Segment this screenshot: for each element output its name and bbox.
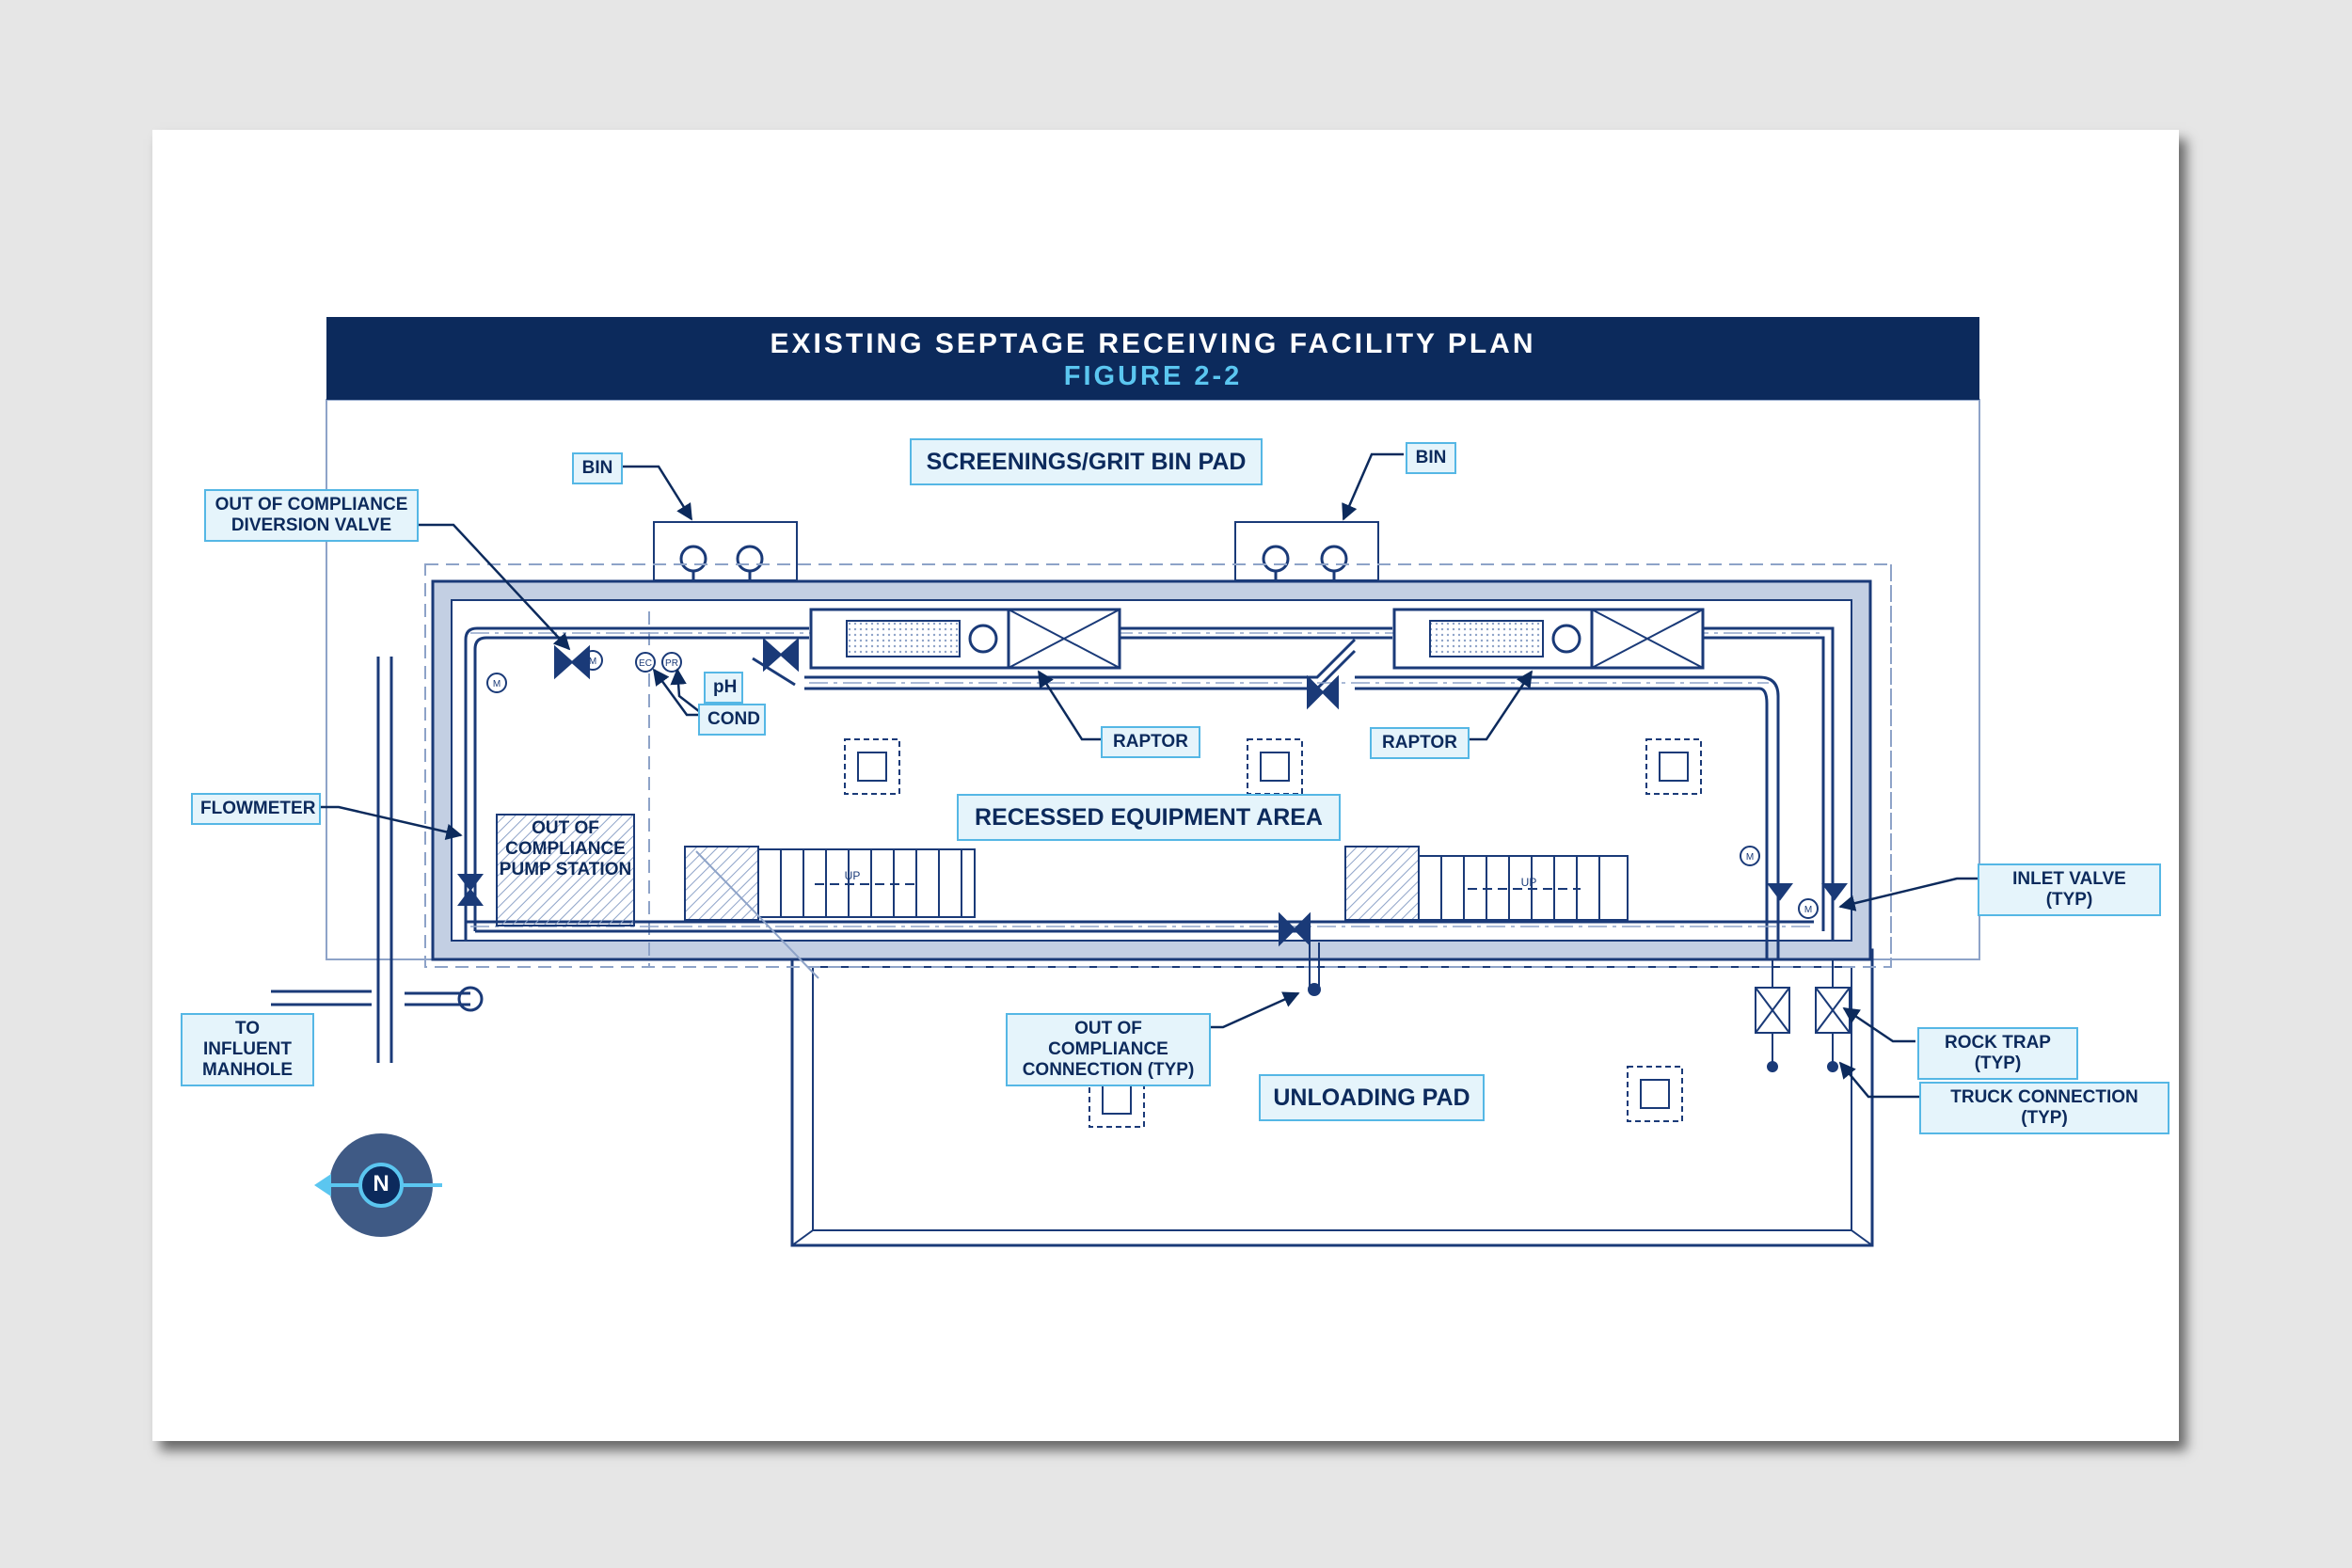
oc-connection-callout: OUT OF COMPLIANCE CONNECTION (TYP) <box>1006 1013 1211 1086</box>
bin-pad-right <box>1234 521 1379 581</box>
motor-tag: M <box>589 657 596 667</box>
raptor-callout-left: RAPTOR <box>1101 726 1200 758</box>
ec-tag: EC <box>639 658 652 669</box>
motor-tag: M <box>1804 905 1812 915</box>
title-banner: EXISTING SEPTAGE RECEIVING FACILITY PLAN… <box>326 317 1979 400</box>
raptor-unit-left <box>809 608 1121 670</box>
motor-tag: M <box>1746 852 1754 863</box>
figure-title: EXISTING SEPTAGE RECEIVING FACILITY PLAN <box>770 328 1536 359</box>
stair-up-tag: UP <box>845 869 861 882</box>
cond-callout: COND <box>698 704 766 736</box>
valve-symbols <box>457 637 1848 947</box>
to-influent-manhole-callout: TO INFLUENT MANHOLE <box>181 1013 314 1086</box>
unloading-pad-label: UNLOADING PAD <box>1259 1074 1485 1121</box>
diversion-valve-callout: OUT OF COMPLIANCE DIVERSION VALVE <box>204 489 419 542</box>
recessed-equipment-area-label: RECESSED EQUIPMENT AREA <box>957 794 1341 841</box>
pump-station-hatch <box>496 814 635 927</box>
callout-leaders <box>315 452 1978 1099</box>
flowmeter-callout: FLOWMETER <box>191 793 321 825</box>
bin-callout-right: BIN <box>1406 442 1456 474</box>
stairs-right <box>1344 846 1629 921</box>
inlet-valve-callout: INLET VALVE (TYP) <box>1978 863 2161 916</box>
screenings-bin-pad-label: SCREENINGS/GRIT BIN PAD <box>910 438 1263 485</box>
motor-tag: M <box>493 679 501 689</box>
pump-station-label: OUT OF COMPLIANCE PUMP STATION <box>499 818 632 879</box>
ph-callout: pH <box>704 672 743 704</box>
raptor-callout-right: RAPTOR <box>1370 727 1470 759</box>
bin-pad-left <box>653 521 798 581</box>
influent-pipe <box>271 657 484 1063</box>
instrument-text: EC PR M M M M UP UP <box>493 657 1812 915</box>
bin-callout-left: BIN <box>572 452 623 484</box>
pr-tag: PR <box>665 658 678 669</box>
dashed-linework <box>424 563 1892 968</box>
raptor-unit-right <box>1392 608 1705 670</box>
north-letter: N <box>373 1171 389 1196</box>
rock-trap-callout: ROCK TRAP (TYP) <box>1917 1027 2078 1080</box>
rock-traps <box>1308 942 1851 1072</box>
truck-connection-callout: TRUCK CONNECTION (TYP) <box>1919 1082 2169 1134</box>
figure-number: FIGURE 2-2 <box>1063 361 1243 391</box>
stairs-left <box>684 846 976 979</box>
stair-up-tag: UP <box>1521 876 1537 889</box>
north-compass <box>314 1133 442 1237</box>
